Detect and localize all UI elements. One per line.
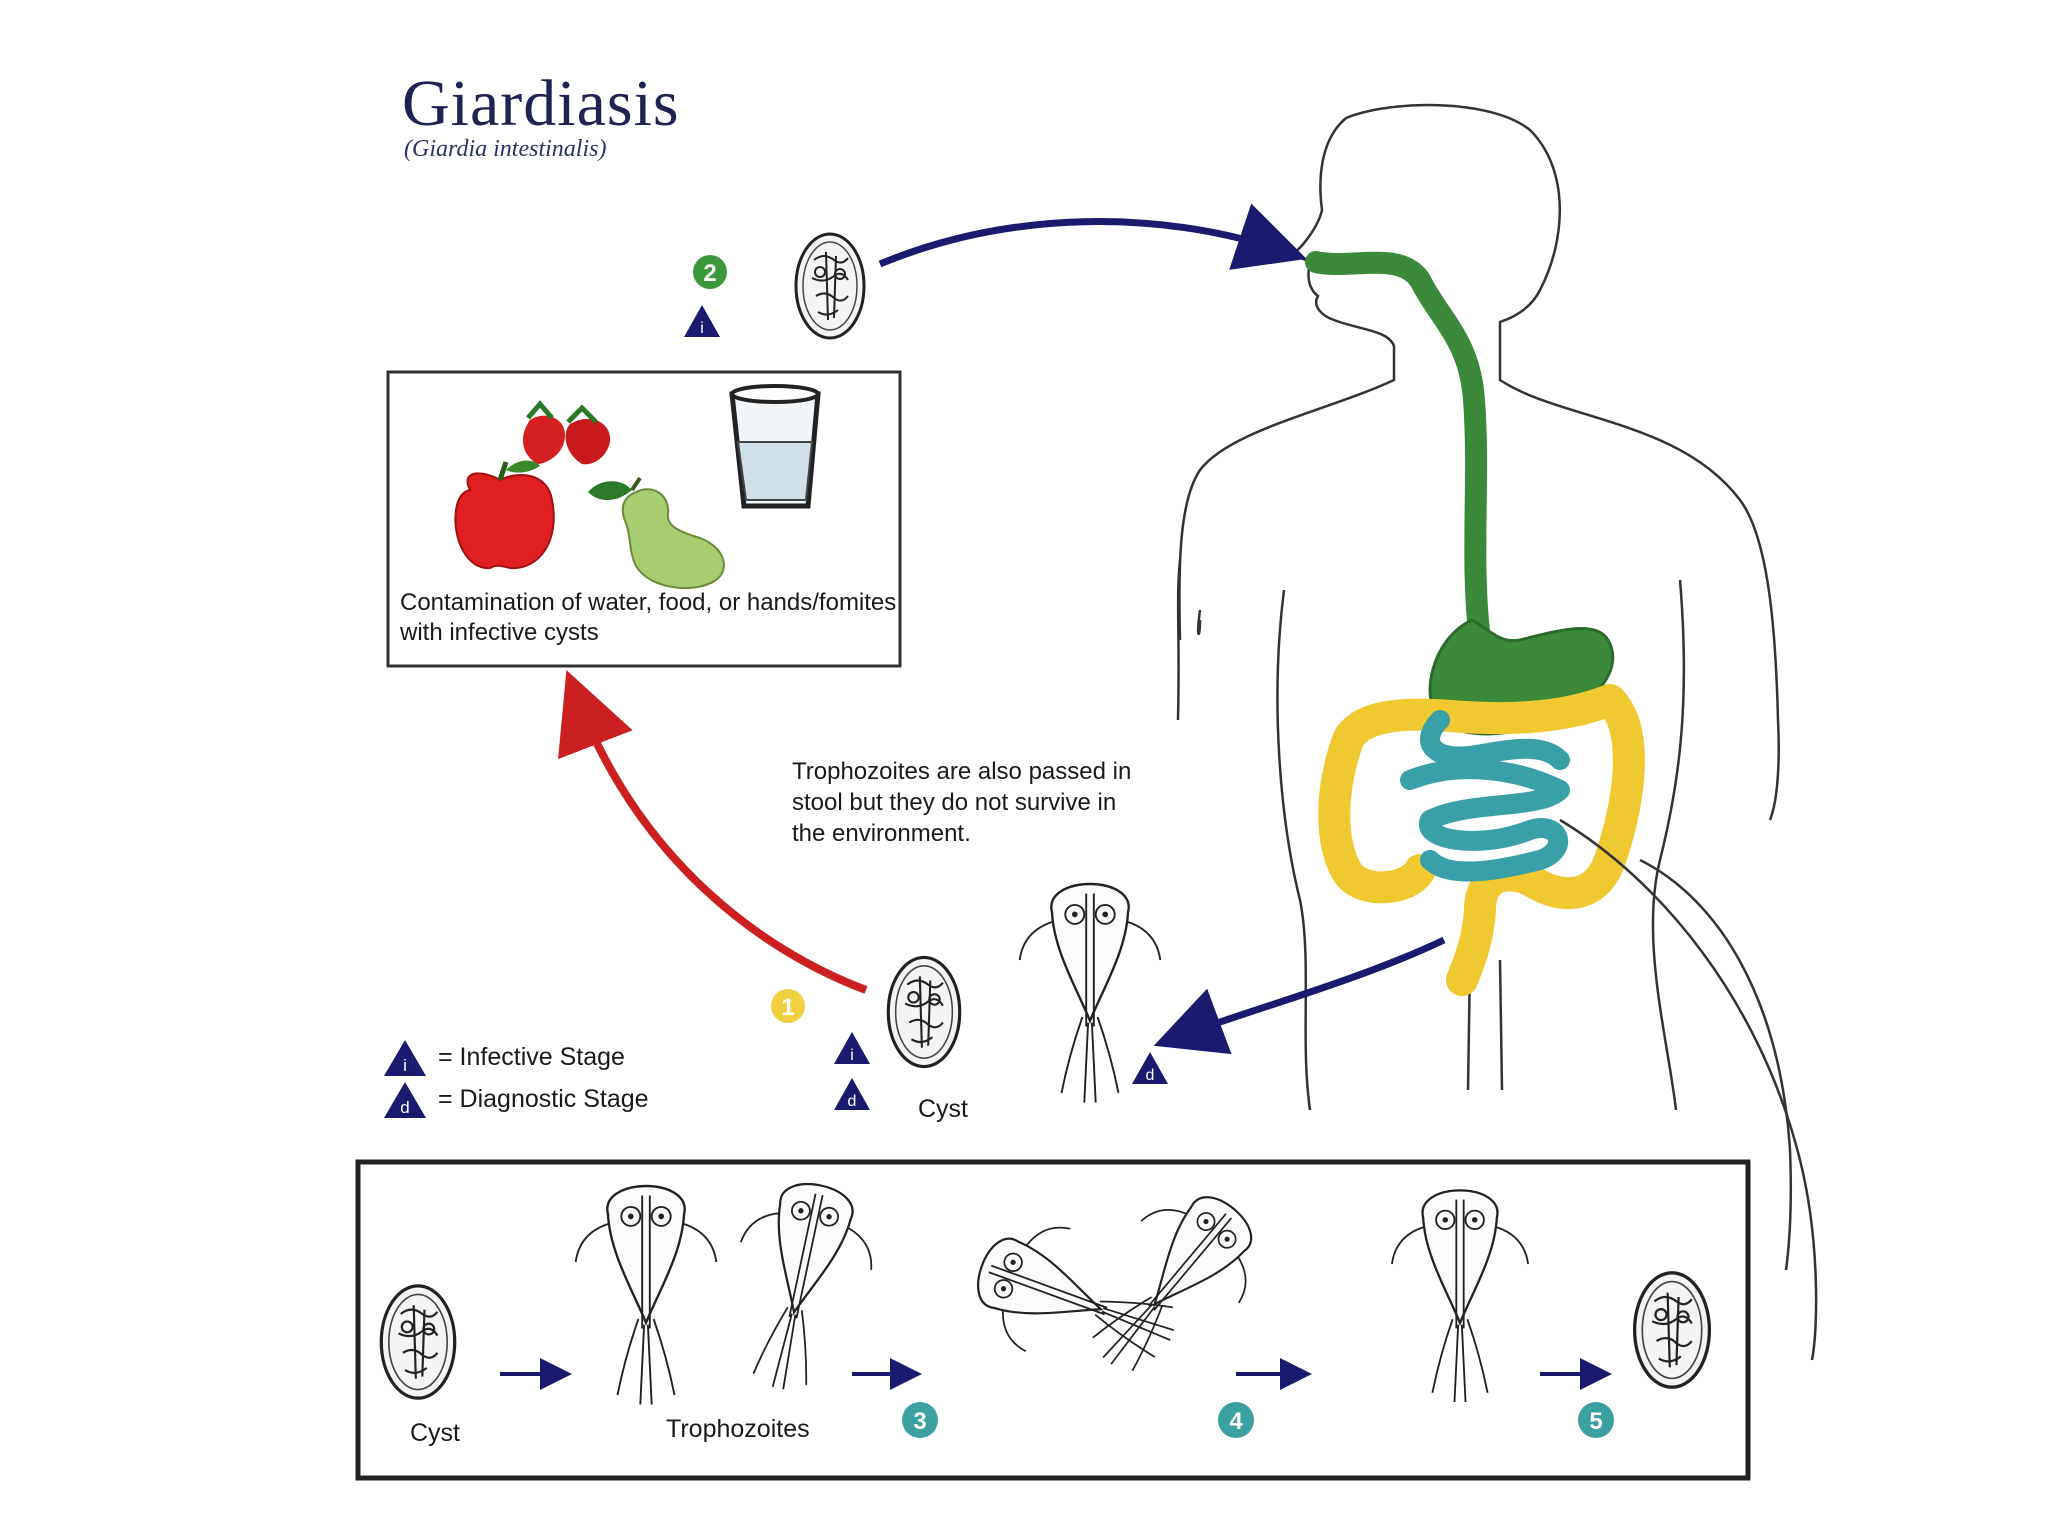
apple-icon <box>454 460 555 570</box>
human-body-outline <box>1176 103 1793 1271</box>
diagram-subtitle: (Giardia intestinalis) <box>404 136 607 162</box>
diagnostic-stage-triangle-cyst <box>834 1078 870 1110</box>
strawberries-icon <box>522 400 611 465</box>
infective-stage-triangle-stool <box>834 1032 870 1064</box>
life-cycle-box <box>355 1159 1751 1481</box>
step-1-badge <box>771 989 805 1023</box>
diagnostic-stage-letter-cyst: d <box>848 1093 857 1110</box>
legend-diagnostic-label: = Diagnostic Stage <box>438 1085 649 1113</box>
cyst-label: Cyst <box>918 1095 968 1123</box>
cyst-bottom-label: Cyst <box>410 1419 460 1447</box>
trophozoites-label: Trophozoites <box>666 1415 810 1443</box>
legend-diagnostic-letter: d <box>400 1098 409 1117</box>
trophozoite-link-line <box>1559 818 1818 1361</box>
cyst-stage-end <box>1632 1271 1712 1389</box>
small-intestine <box>1400 710 1570 882</box>
step-5-badge <box>1578 1402 1614 1438</box>
diagnostic-stage-triangle-trophozoite <box>1132 1052 1168 1084</box>
arrow-excretion <box>1153 936 1446 1055</box>
cyst-ingested <box>794 232 866 340</box>
step-3-number: 3 <box>913 1408 926 1435</box>
arrow-ingestion <box>878 203 1307 270</box>
pear-icon <box>588 476 725 590</box>
diagram-title: Giardiasis <box>402 67 680 140</box>
step-3-badge <box>902 1402 938 1438</box>
contamination-caption: Contamination of water, food, or hands/f… <box>400 589 897 646</box>
colon <box>1318 684 1645 996</box>
glass-of-water-icon <box>729 384 821 509</box>
step-2-number: 2 <box>703 260 716 287</box>
diagnostic-stage-letter-trophozoite: d <box>1146 1067 1155 1084</box>
infective-stage-triangle-top <box>684 305 720 337</box>
step-1-number: 1 <box>781 994 794 1021</box>
cyst-stage-start <box>379 1284 457 1400</box>
arrow-contamination <box>558 670 868 994</box>
legend-infective-label: = Infective Stage <box>438 1043 625 1071</box>
step-4-number: 4 <box>1229 1408 1243 1435</box>
legend-diagnostic-triangle <box>384 1082 426 1118</box>
digestive-tract <box>1305 251 1645 996</box>
trophozoite-in-stool <box>1018 882 1162 1104</box>
cyst-in-stool <box>886 955 962 1069</box>
legend-infective-letter: i <box>403 1056 407 1075</box>
infective-stage-letter-stool: i <box>850 1047 854 1064</box>
step-4-badge <box>1218 1402 1254 1438</box>
infective-stage-letter-top: i <box>700 320 704 337</box>
step-2-badge <box>693 255 727 289</box>
legend-infective-triangle <box>384 1040 426 1076</box>
trophozoite-note: Trophozoites are also passed in stool bu… <box>792 758 1132 847</box>
step-5-number: 5 <box>1589 1408 1602 1435</box>
